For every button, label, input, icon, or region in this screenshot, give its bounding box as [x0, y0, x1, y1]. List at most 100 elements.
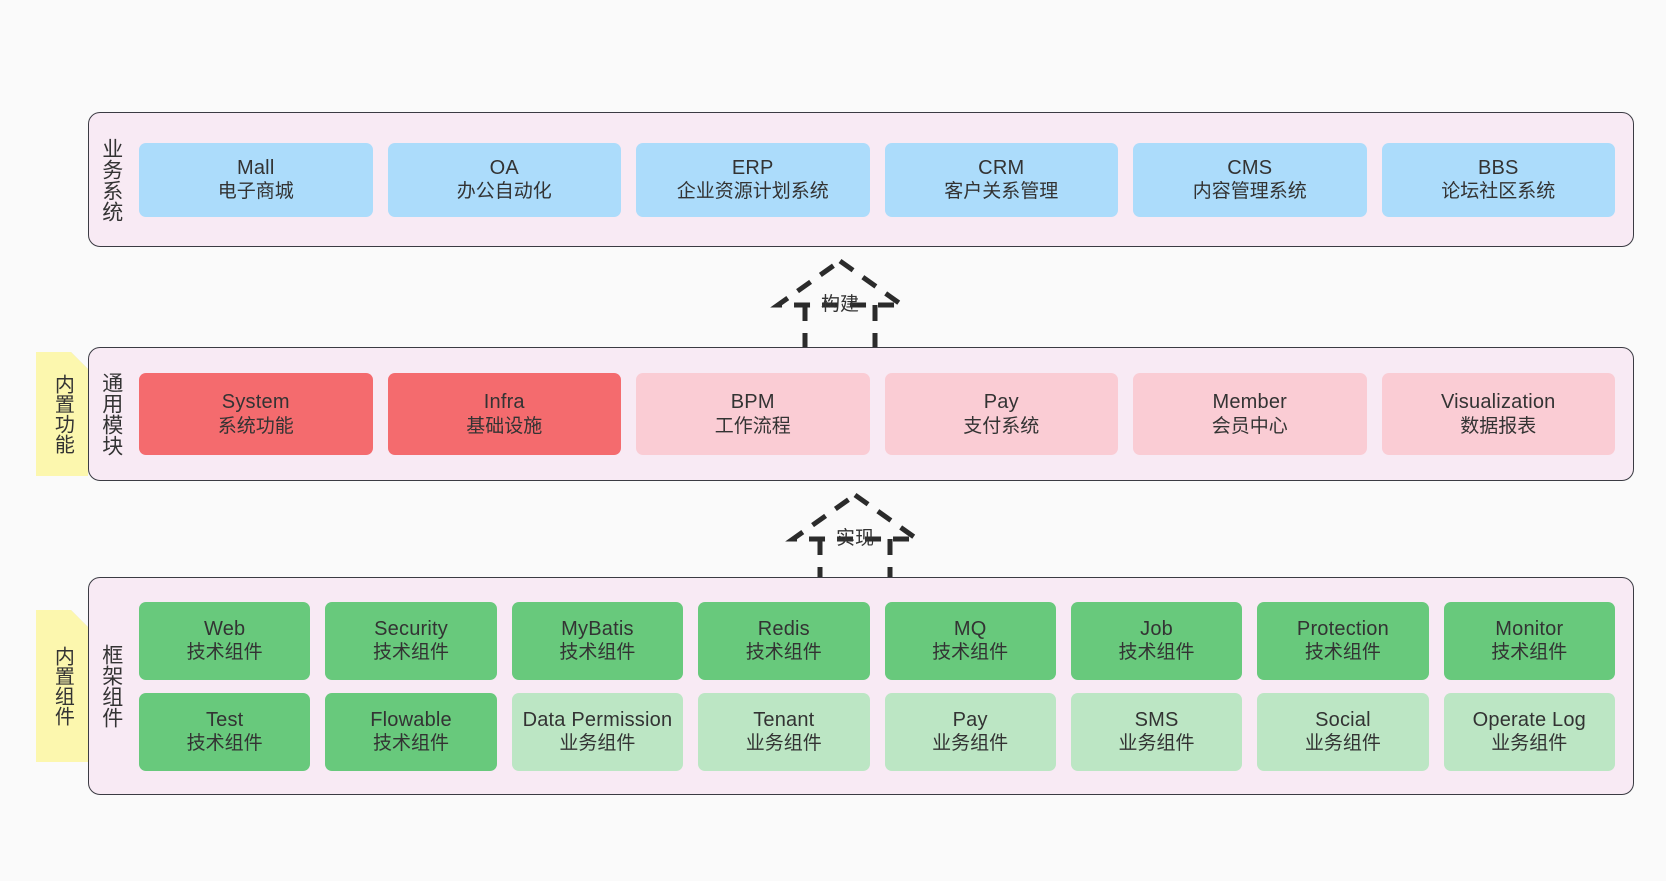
- card-operate-log-title: Operate Log: [1472, 708, 1587, 731]
- card-flowable-title: Flowable: [370, 708, 452, 731]
- card-protection-title: Protection: [1296, 617, 1389, 640]
- card-mybatis-title: MyBatis: [561, 617, 634, 640]
- business-card-row: Mall 电子商城 OA 办公自动化 ERP 企业资源计划系统 CRM 客户关系…: [139, 142, 1615, 217]
- card-protection[interactable]: Protection 技术组件: [1257, 601, 1429, 680]
- card-data-permission-title: Data Permission: [522, 708, 673, 731]
- card-system-title: System: [221, 391, 290, 414]
- card-mq-subtitle: 技术组件: [932, 642, 1009, 664]
- connector-build-label: 构建: [820, 294, 860, 315]
- card-job[interactable]: Job 技术组件: [1070, 601, 1243, 680]
- card-job-title: Job: [1140, 617, 1173, 640]
- layer-body-business: Mall 电子商城 OA 办公自动化 ERP 企业资源计划系统 CRM 客户关系…: [133, 113, 1633, 246]
- layer-title-business: 业务系统: [99, 137, 123, 222]
- card-erp-title: ERP: [731, 156, 774, 179]
- card-protection-subtitle: 技术组件: [1304, 642, 1381, 664]
- card-operate-log-subtitle: 业务组件: [1491, 733, 1568, 755]
- card-security-subtitle: 技术组件: [373, 642, 450, 664]
- card-pay-component[interactable]: Pay 业务组件: [884, 692, 1056, 771]
- card-oa-subtitle: 办公自动化: [456, 181, 552, 203]
- card-web-subtitle: 技术组件: [186, 642, 263, 664]
- card-operate-log[interactable]: Operate Log 业务组件: [1443, 692, 1615, 771]
- card-system-subtitle: 系统功能: [217, 415, 294, 437]
- card-sms-subtitle: 业务组件: [1118, 733, 1195, 755]
- layer-title-modules: 通用模块: [99, 372, 123, 456]
- card-flowable-subtitle: 技术组件: [373, 733, 450, 755]
- card-bpm-subtitle: 工作流程: [714, 415, 791, 437]
- card-member-subtitle: 会员中心: [1211, 415, 1288, 437]
- layer-body-modules: System 系统功能 Infra 基础设施 BPM 工作流程 Pay 支付系统…: [133, 348, 1633, 480]
- card-tenant[interactable]: Tenant 业务组件: [698, 692, 870, 771]
- layer-title-framework: 框架组件: [99, 644, 123, 728]
- sticky-note-builtin-components-label: 内置组件: [51, 646, 74, 726]
- sticky-note-builtin-features-label: 内置功能: [51, 374, 74, 454]
- card-tenant-title: Tenant: [753, 708, 815, 731]
- card-cms[interactable]: CMS 内容管理系统: [1133, 142, 1367, 217]
- card-test-title: Test: [205, 708, 244, 731]
- card-pay-module[interactable]: Pay 支付系统: [884, 373, 1118, 455]
- card-member-title: Member: [1212, 391, 1288, 414]
- layer-body-framework: Web 技术组件 Security 技术组件 MyBatis 技术组件 Redi…: [133, 578, 1633, 794]
- card-monitor-title: Monitor: [1495, 617, 1564, 640]
- connector-implement: 实现: [755, 487, 955, 587]
- card-social-title: Social: [1315, 708, 1371, 731]
- card-oa[interactable]: OA 办公自动化: [387, 142, 621, 217]
- card-infra[interactable]: Infra 基础设施: [387, 373, 621, 455]
- card-crm[interactable]: CRM 客户关系管理: [884, 142, 1118, 217]
- card-system[interactable]: System 系统功能: [139, 373, 373, 455]
- card-mybatis[interactable]: MyBatis 技术组件: [511, 601, 684, 680]
- card-web-title: Web: [204, 617, 246, 640]
- card-crm-subtitle: 客户关系管理: [944, 181, 1059, 203]
- card-bbs[interactable]: BBS 论坛社区系统: [1381, 142, 1615, 217]
- card-cms-subtitle: 内容管理系统: [1192, 181, 1307, 203]
- card-visualization-subtitle: 数据报表: [1460, 415, 1537, 437]
- layer-common-modules: 通用模块 System 系统功能 Infra 基础设施 BPM 工作流程 Pay: [88, 347, 1634, 481]
- sticky-note-builtin-features: 内置功能: [36, 352, 88, 476]
- card-test-subtitle: 技术组件: [186, 733, 263, 755]
- card-sms[interactable]: SMS 业务组件: [1070, 692, 1243, 771]
- card-member[interactable]: Member 会员中心: [1133, 373, 1367, 455]
- card-sms-title: SMS: [1134, 708, 1179, 731]
- layer-business-systems: 业务系统 Mall 电子商城 OA 办公自动化 ERP 企业资源计划系统 CRM: [88, 112, 1634, 247]
- connector-implement-label: 实现: [835, 528, 875, 549]
- card-redis-subtitle: 技术组件: [745, 642, 822, 664]
- card-mall-subtitle: 电子商城: [217, 181, 294, 203]
- card-data-permission[interactable]: Data Permission 业务组件: [511, 692, 684, 771]
- card-test[interactable]: Test 技术组件: [139, 692, 311, 771]
- card-job-subtitle: 技术组件: [1118, 642, 1195, 664]
- card-mq-title: MQ: [953, 617, 987, 640]
- card-flowable[interactable]: Flowable 技术组件: [325, 692, 497, 771]
- card-infra-title: Infra: [483, 391, 525, 414]
- card-mall[interactable]: Mall 电子商城: [139, 142, 373, 217]
- card-pay-component-subtitle: 业务组件: [932, 733, 1009, 755]
- framework-card-row-1: Web 技术组件 Security 技术组件 MyBatis 技术组件 Redi…: [139, 601, 1615, 680]
- card-bbs-title: BBS: [1477, 156, 1519, 179]
- card-cms-title: CMS: [1227, 156, 1273, 179]
- card-visualization[interactable]: Visualization 数据报表: [1381, 373, 1615, 455]
- connector-build-shape: [770, 257, 910, 353]
- layer-framework-components: 框架组件 Web 技术组件 Security 技术组件 MyBatis 技术组件…: [88, 577, 1634, 795]
- card-erp[interactable]: ERP 企业资源计划系统: [636, 142, 870, 217]
- card-security[interactable]: Security 技术组件: [325, 601, 497, 680]
- card-tenant-subtitle: 业务组件: [745, 733, 822, 755]
- card-infra-subtitle: 基础设施: [466, 415, 543, 437]
- sticky-fold-corner-icon: [71, 352, 88, 369]
- card-bpm[interactable]: BPM 工作流程: [636, 373, 870, 455]
- card-mybatis-subtitle: 技术组件: [559, 642, 636, 664]
- card-web[interactable]: Web 技术组件: [139, 601, 311, 680]
- card-bpm-title: BPM: [730, 391, 775, 414]
- card-monitor[interactable]: Monitor 技术组件: [1443, 601, 1615, 680]
- framework-card-row-2: Test 技术组件 Flowable 技术组件 Data Permission …: [139, 692, 1615, 771]
- connector-build: 构建: [740, 253, 940, 353]
- card-social[interactable]: Social 业务组件: [1257, 692, 1429, 771]
- card-oa-title: OA: [489, 156, 519, 179]
- card-visualization-title: Visualization: [1440, 391, 1556, 414]
- card-redis-title: Redis: [757, 617, 810, 640]
- modules-card-row: System 系统功能 Infra 基础设施 BPM 工作流程 Pay 支付系统…: [139, 373, 1615, 455]
- card-mall-title: Mall: [237, 156, 275, 179]
- card-mq[interactable]: MQ 技术组件: [884, 601, 1056, 680]
- card-pay-module-subtitle: 支付系统: [963, 415, 1040, 437]
- card-pay-module-title: Pay: [983, 391, 1019, 414]
- card-redis[interactable]: Redis 技术组件: [698, 601, 870, 680]
- sticky-note-builtin-components: 内置组件: [36, 610, 88, 762]
